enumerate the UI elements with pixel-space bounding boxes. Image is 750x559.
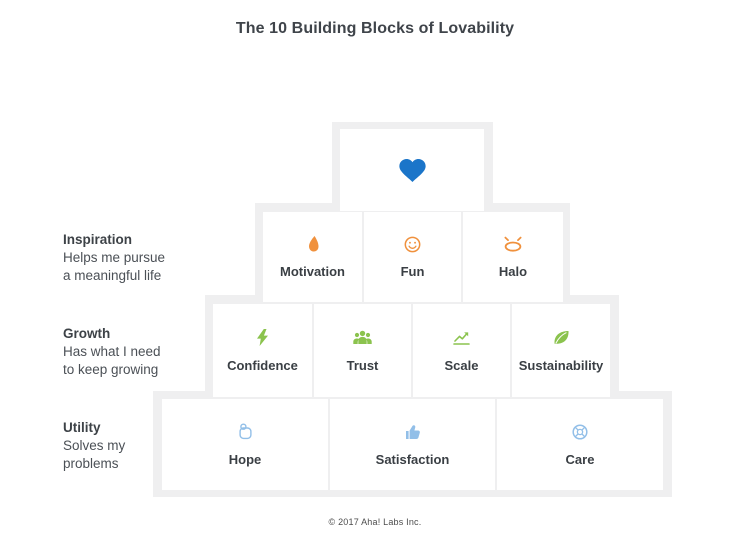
block-motivation: Motivation (263, 212, 362, 302)
bolt-icon (257, 329, 268, 347)
tier-label-desc-line: a meaningful life (63, 268, 162, 283)
block-label: Satisfaction (375, 451, 450, 467)
tier-label-desc-line: to keep growing (63, 362, 159, 377)
block-halo: Halo (463, 212, 563, 302)
tier-label-heading: Utility (63, 420, 101, 435)
tier-label-heading: Inspiration (63, 232, 133, 247)
copyright-text: © 2017 Aha! Labs Inc. (328, 517, 422, 527)
heart-icon (398, 157, 426, 183)
block-label: Halo (498, 264, 528, 279)
block-label: Fun (400, 264, 425, 279)
smiley-icon (404, 235, 421, 253)
tier-label-growth: Growth Has what I need to keep growing (63, 325, 233, 379)
block-lovability-heart (340, 129, 484, 211)
block-fun: Fun (364, 212, 461, 302)
flame-icon (307, 235, 319, 253)
thumbs-up-icon (405, 423, 421, 441)
tier-label-desc-line: problems (63, 456, 119, 471)
block-label: Sustainability (518, 357, 604, 373)
block-label: Scale (444, 357, 479, 373)
chart-icon (453, 329, 470, 347)
halo-icon (502, 235, 524, 253)
block-sustainability: Sustainability (512, 304, 610, 397)
tier-label-inspiration: Inspiration Helps me pursue a meaningful… (63, 231, 233, 285)
hand-icon (238, 423, 253, 441)
leaf-icon (553, 329, 569, 347)
tier-label-desc-line: Solves my (63, 438, 126, 453)
block-label: Motivation (280, 264, 345, 279)
block-label: Hope (228, 451, 262, 467)
block-label: Confidence (227, 357, 298, 373)
tier-label-desc-line: Has what I need (63, 344, 161, 359)
block-satisfaction: Satisfaction (330, 399, 495, 490)
people-icon (353, 329, 372, 347)
tier-label-heading: Growth (63, 326, 111, 341)
page-title: The 10 Building Blocks of Lovability (235, 20, 515, 37)
block-confidence: Confidence (213, 304, 312, 397)
block-label: Care (565, 451, 595, 467)
block-hope: Hope (162, 399, 328, 490)
tier-label-desc-line: Helps me pursue (63, 250, 166, 265)
block-label: Trust (346, 357, 379, 373)
block-care: Care (497, 399, 663, 490)
block-trust: Trust (314, 304, 411, 397)
block-scale: Scale (413, 304, 510, 397)
lifebuoy-icon (572, 423, 588, 441)
tier-label-utility: Utility Solves my problems (63, 419, 233, 473)
